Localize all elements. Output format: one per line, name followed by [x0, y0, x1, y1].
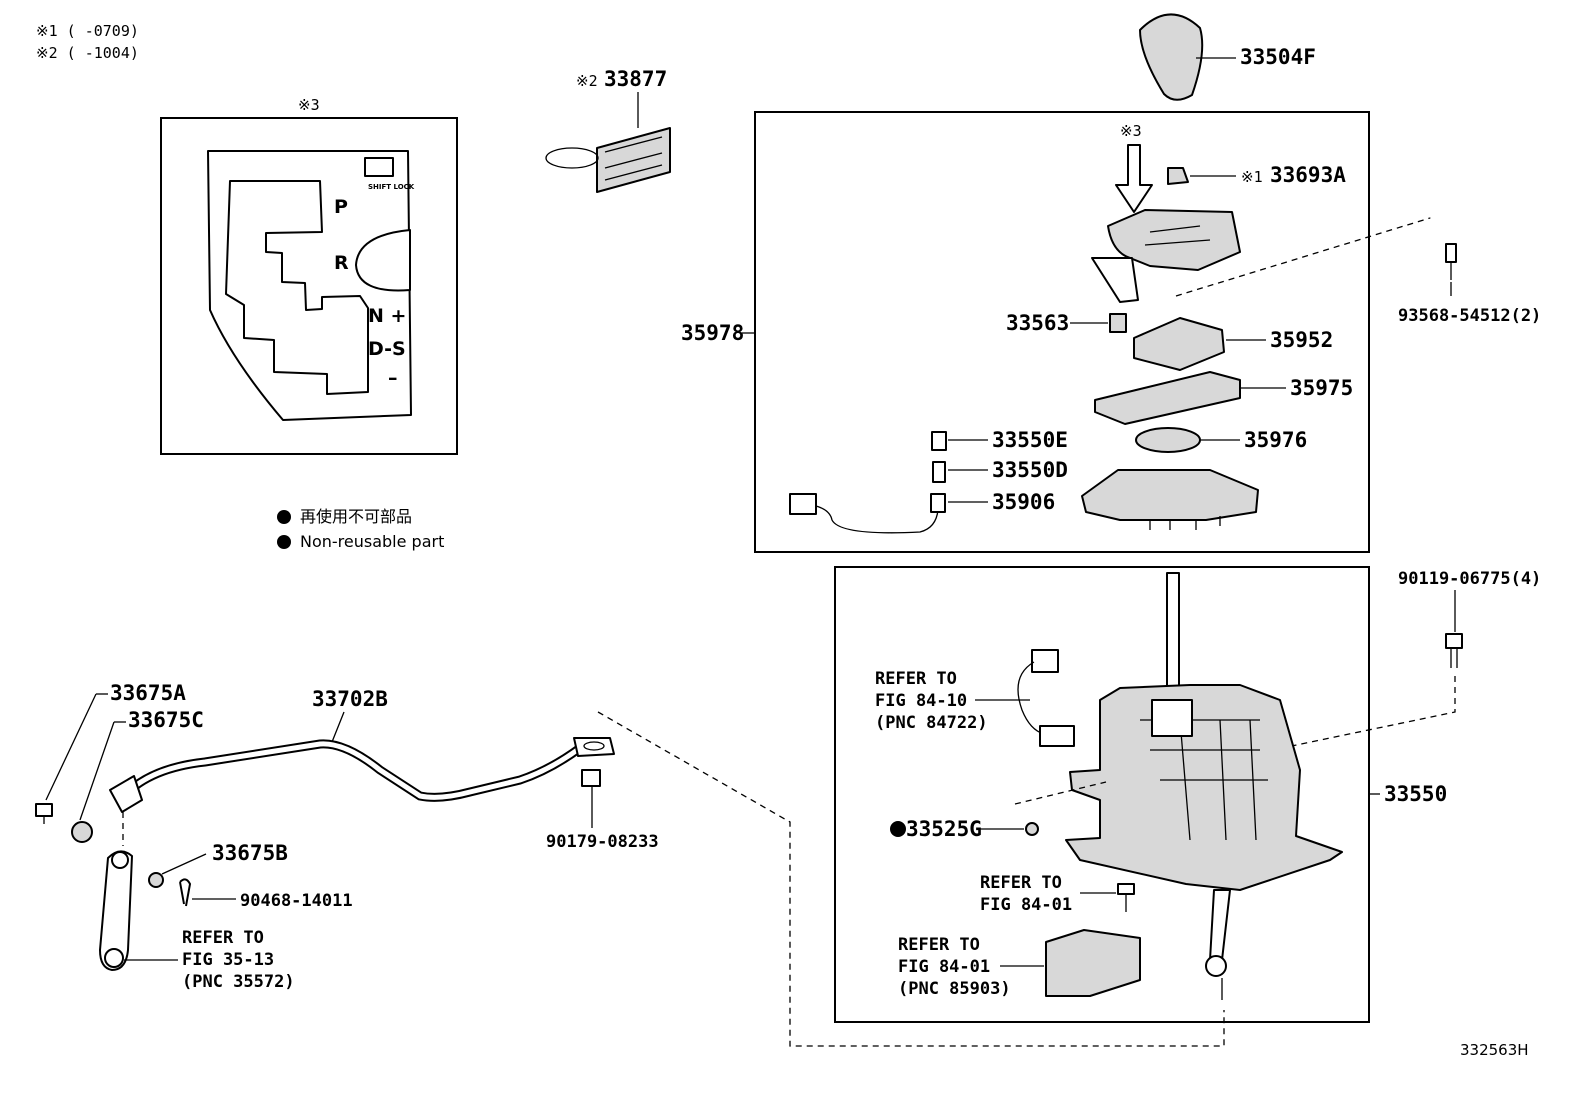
indicator-housing-icon — [1107, 209, 1241, 271]
ref-35-13-line2: FIG 35-13 — [182, 950, 274, 970]
part-33877-prefix: ※2 — [576, 72, 598, 90]
nut-icon — [581, 769, 601, 787]
upper-assembly-frame — [754, 111, 1370, 553]
gate-slot — [225, 180, 369, 395]
part-33525G-label: 33525G — [906, 817, 982, 841]
arrow-label: ※3 — [1120, 122, 1142, 140]
ref-84-01b-line1: REFER TO — [898, 935, 980, 955]
screw-icon — [1117, 883, 1135, 895]
ref-84-01b-line3: (PNC 85903) — [898, 979, 1011, 999]
indicator-skirt-icon — [1091, 257, 1139, 303]
lever-housing-icon — [1065, 684, 1343, 891]
gear-d-s: D-S — [368, 338, 406, 360]
part-35952-label: 35952 — [1270, 328, 1333, 352]
shift-knob-icon — [1139, 13, 1204, 101]
legend-jp: 再使用不可部品 — [300, 507, 412, 526]
part-90468-label: 90468-14011 — [240, 891, 353, 911]
bulb-e-icon — [931, 431, 947, 451]
bolt-icon — [1445, 633, 1463, 649]
link-pivot-icon — [1205, 955, 1227, 977]
part-35978-label: 35978 — [681, 321, 744, 345]
gear-minus: – — [388, 367, 398, 389]
part-90119: 90119-06775(4) — [1281, 569, 1541, 780]
note-1: ※1 ( -0709) — [36, 22, 139, 40]
cable-route-dash — [597, 711, 1225, 1047]
part-33675A-label: 33675A — [110, 681, 186, 705]
ref-84-01a-line1: REFER TO — [980, 873, 1062, 893]
bulb-holder-icon — [1133, 317, 1225, 371]
bolt-icon — [1445, 243, 1457, 263]
part-35976-label: 35976 — [1244, 428, 1307, 452]
cable-eyelet-icon — [573, 737, 615, 757]
gear-n-plus: N + — [368, 305, 406, 327]
clip-icon — [179, 878, 192, 907]
bulb-d-icon — [932, 461, 946, 483]
pin-icon — [35, 803, 53, 817]
gate-cutout — [355, 229, 411, 292]
part-33675B-label: 33675B — [212, 841, 288, 865]
cap-icon — [1109, 313, 1127, 333]
shift-lever-assembly-33550: 33550 REFER TO FIG 84-10 (PNC 84722) 335… — [834, 566, 1447, 1023]
clip-icon — [1167, 167, 1189, 185]
gear-r: R — [334, 252, 349, 274]
ref-35-13-line1: REFER TO — [182, 928, 264, 948]
disk-icon — [1135, 427, 1201, 453]
connector-icon — [789, 493, 817, 515]
shift-lock-label: SHIFT LOCK — [368, 183, 415, 191]
down-arrow-icon — [1115, 144, 1153, 213]
ref-84-01b-line2: FIG 84-01 — [898, 957, 990, 977]
bushing-icon — [71, 821, 93, 843]
ref-84-01a-line2: FIG 84-01 — [980, 895, 1072, 915]
gate-plate-frame — [160, 117, 458, 455]
part-33504F-label: 33504F — [1240, 45, 1316, 69]
ref-84-10-line3: (PNC 84722) — [875, 713, 988, 733]
part-33877-label: 33877 — [604, 67, 667, 91]
shift-cable-assembly: 33675A 33675C 33702B 90179-08233 REFER T… — [35, 681, 659, 992]
washer-icon — [148, 872, 164, 888]
ref-84-10-line1: REFER TO — [875, 669, 957, 689]
legend-dot-icon — [277, 535, 291, 549]
harness-connector-icon — [1031, 649, 1059, 673]
part-33877: ※2 33877 — [545, 67, 671, 193]
switch-icon — [1045, 929, 1141, 997]
socket-icon — [930, 493, 946, 513]
part-33675C-label: 33675C — [128, 708, 204, 732]
gear-p: P — [334, 196, 348, 218]
ref-84-10-line2: FIG 84-10 — [875, 691, 967, 711]
part-33693A-label: 33693A — [1270, 163, 1346, 187]
gate-plate-label: ※3 — [298, 96, 320, 114]
legend-en: Non-reusable part — [300, 532, 444, 551]
nut-icon — [1025, 822, 1039, 836]
part-33563-label: 33563 — [1006, 311, 1069, 335]
part-33550D-label: 33550D — [992, 458, 1068, 482]
diagram-code: 332563H — [1460, 1041, 1529, 1059]
part-33702B-label: 33702B — [312, 687, 388, 711]
cable-end-icon — [109, 775, 143, 813]
part-90179-label: 90179-08233 — [546, 832, 659, 852]
shift-gate-plate: ※3 SHIFT LOCK P R N + D-S – — [160, 96, 458, 455]
lever-gate-icon — [1151, 699, 1193, 737]
part-33504F: 33504F — [1139, 13, 1316, 101]
lower-link-icon — [1209, 889, 1231, 961]
slide-plate-icon — [1094, 371, 1241, 425]
part-35975-label: 35975 — [1290, 376, 1353, 400]
non-reusable-dot-icon — [890, 821, 906, 837]
legend-dot-icon — [277, 510, 291, 524]
part-33550E-label: 33550E — [992, 428, 1068, 452]
indicator-assembly-35978: 35978 ※3 ※1 33693A 93568-54512(2) 33563 … — [681, 111, 1541, 553]
shift-lock-window — [364, 157, 394, 177]
harness-plug-icon — [1039, 725, 1075, 747]
note-2: ※2 ( -1004) — [36, 44, 139, 62]
part-90119-label: 90119-06775(4) — [1398, 569, 1541, 589]
legend: 再使用不可部品 Non-reusable part — [277, 507, 444, 551]
part-93568-label: 93568-54512(2) — [1398, 306, 1541, 326]
part-33693A-prefix: ※1 — [1241, 168, 1263, 186]
part-35906-label: 35906 — [992, 490, 1055, 514]
part-33550-label: 33550 — [1384, 782, 1447, 806]
base-plate-icon — [1081, 469, 1259, 521]
ref-35-13-line3: (PNC 35572) — [182, 972, 295, 992]
